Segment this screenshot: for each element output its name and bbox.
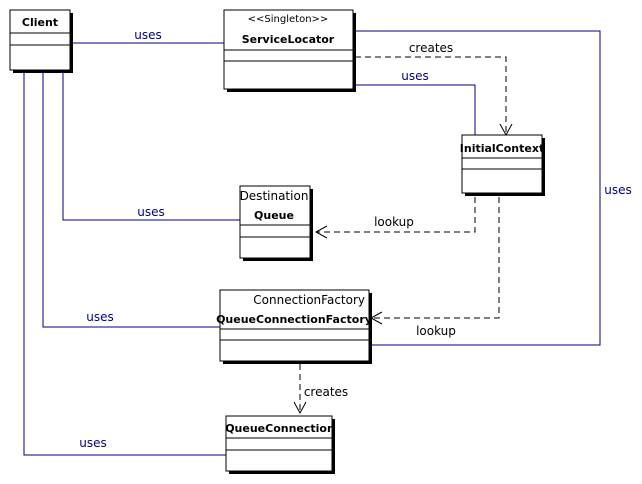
label-qcf-creates-queue-connection: creates — [304, 385, 348, 399]
label-initial-context-lookup-queue: lookup — [374, 215, 414, 229]
label-service-locator-creates-initial-context: creates — [409, 41, 453, 55]
client-uses-queue-line — [62, 72, 240, 221]
class-queue-connection-factory[interactable]: ConnectionFactory QueueConnectionFactory — [216, 289, 372, 364]
lookup-arrowhead-queue — [314, 225, 328, 239]
service-locator-uses-initial-context-line — [355, 84, 476, 135]
class-service-locator[interactable]: <<Singleton>> ServiceLocator — [223, 9, 356, 92]
initial-context-lookup-queue-line — [316, 197, 476, 233]
client-uses-qcf-line — [42, 72, 220, 328]
client-uses-queue-connection-line — [23, 72, 226, 456]
relation-labels: uses creates uses uses lookup uses looku… — [79, 28, 632, 450]
service-locator-class-name: ServiceLocator — [242, 33, 335, 46]
label-client-uses-qcf: uses — [86, 310, 114, 324]
queue-class-name: Queue — [254, 209, 294, 222]
label-service-locator-uses-initial-context: uses — [401, 69, 429, 83]
service-locator-creates-initial-context-line — [355, 56, 507, 135]
class-queue[interactable]: Destination Queue — [239, 185, 313, 261]
label-client-uses-queue: uses — [137, 205, 165, 219]
service-locator-uses-qcf-line — [355, 30, 601, 346]
initial-context-class-name: InitialContext — [460, 142, 544, 155]
label-client-uses-service-locator: uses — [134, 28, 162, 42]
class-queue-connection[interactable]: QueueConnection — [225, 415, 335, 474]
qcf-stereotype: ConnectionFactory — [253, 293, 365, 307]
label-service-locator-uses-qcf: uses — [604, 183, 632, 197]
class-initial-context[interactable]: InitialContext — [460, 134, 545, 196]
queue-connection-class-name: QueueConnection — [225, 422, 335, 435]
class-client[interactable]: Client — [9, 9, 73, 73]
initial-context-lookup-qcf-line — [371, 197, 500, 319]
label-initial-context-lookup-qcf: lookup — [416, 324, 456, 338]
qcf-class-name: QueueConnectionFactory — [216, 313, 372, 326]
client-class-name: Client — [22, 16, 58, 29]
association-lines — [23, 30, 601, 456]
creates-arrowhead-queue-connection — [293, 401, 307, 415]
queue-stereotype: Destination — [240, 189, 309, 203]
label-client-uses-queue-connection: uses — [79, 436, 107, 450]
service-locator-stereotype: <<Singleton>> — [248, 14, 329, 25]
